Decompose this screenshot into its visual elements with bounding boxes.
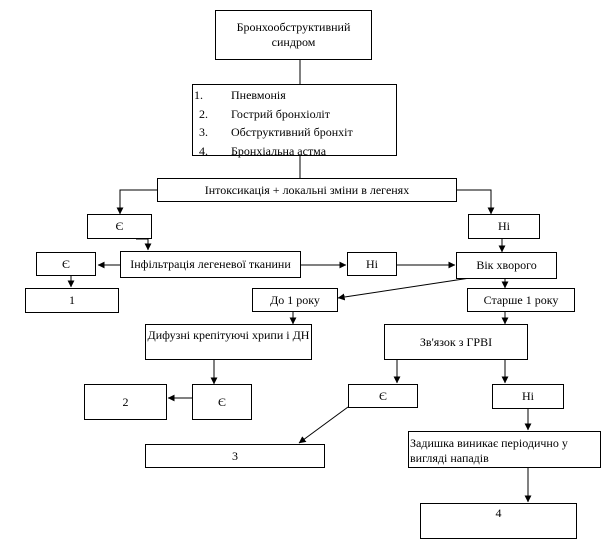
age-question-box: Вік хворого: [456, 252, 557, 279]
intoxication-question-box: Інтоксикація + локальні зміни в легенях: [157, 178, 457, 202]
diagnoses-list-box: 1. Пневмонія 2. Гострий бронхіоліт 3. Об…: [192, 84, 397, 158]
arvi-no-box: Ні: [492, 384, 564, 409]
connector-yes-infiltration: [136, 238, 152, 251]
result-1-box: 1: [25, 288, 119, 313]
connector-intox-no: [456, 189, 495, 215]
result-2-box: 2: [84, 384, 167, 420]
connector-age-under1: [337, 277, 471, 301]
intoxication-yes-box: Є: [87, 214, 152, 239]
crackles-question-box: Дифузні крепітуючі хрипи і ДН: [145, 324, 312, 360]
diagnosis-number: 4.: [199, 143, 208, 158]
diagnosis-label: Бронхіальна астма: [231, 143, 327, 158]
diagnosis-item: 2. Гострий бронхіоліт: [193, 105, 396, 124]
infiltration-no-box: Ні: [347, 252, 397, 276]
diagnosis-number: 1.: [194, 88, 203, 102]
diagnoses-list: 1. Пневмонія 2. Гострий бронхіоліт 3. Об…: [193, 85, 396, 160]
connector-intox-yes: [116, 189, 158, 215]
diagnosis-label: Обструктивний бронхіт: [231, 125, 353, 139]
diagnosis-item: 1. Пневмонія: [193, 86, 396, 105]
diagnosis-number: 2.: [199, 106, 208, 121]
diagnosis-item: 3. Обструктивний бронхіт: [193, 123, 396, 142]
arvi-yes-box: Є: [348, 384, 418, 408]
infiltration-yes-box: Є: [36, 252, 96, 276]
age-under-1-box: До 1 року: [252, 288, 338, 312]
intoxication-no-box: Ні: [468, 214, 540, 239]
arvi-question-box: Зв'язок з ГРВІ: [384, 324, 528, 360]
result-4-box: 4: [420, 503, 577, 539]
result-3-box: 3: [145, 444, 325, 468]
diagnosis-number: 3.: [199, 125, 208, 139]
title-box: Бронхообструктивний синдром: [215, 10, 372, 60]
connector-yes-result3: [298, 406, 349, 444]
age-over-1-box: Старше 1 року: [467, 288, 575, 312]
crackles-yes-box: Є: [192, 384, 252, 420]
diagnosis-label: Пневмонія: [231, 88, 286, 102]
infiltration-question-box: Інфільтрація легеневої тканини: [120, 251, 301, 278]
diagnosis-label: Гострий бронхіоліт: [231, 106, 331, 121]
attacks-question-box: Задишка виникає періодично у вигляді нап…: [408, 431, 601, 468]
diagnosis-item: 4. Бронхіальна астма: [193, 142, 396, 161]
